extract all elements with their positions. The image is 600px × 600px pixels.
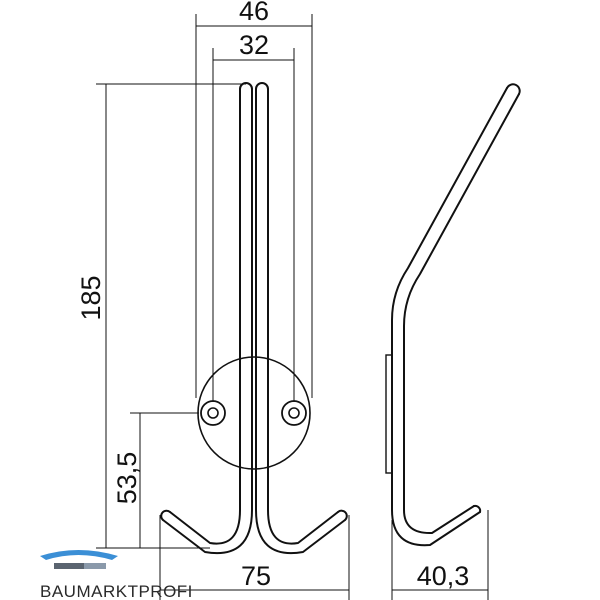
- dimension-depth: 40,3: [391, 510, 489, 600]
- brand-name: BAUMARKTPROFI: [40, 582, 193, 600]
- screw-hole-right: [281, 400, 307, 426]
- dimension-hole-height: 53,5: [112, 412, 199, 548]
- dimension-label-hole-spacing: 32: [239, 30, 269, 60]
- dimension-label-height: 185: [76, 275, 106, 320]
- dimension-label-hole-height: 53,5: [112, 452, 142, 505]
- right-prong: [255, 82, 348, 555]
- dimension-label-hook-span: 75: [241, 561, 271, 591]
- left-prong: [160, 82, 253, 555]
- dimension-hole-spacing: 32: [212, 30, 295, 402]
- dimension-label-depth: 40,3: [417, 561, 470, 591]
- dimension-overall-width: 46: [195, 0, 313, 398]
- dimension-hook-span: 75: [159, 515, 350, 600]
- dimension-label-overall-width: 46: [239, 0, 269, 26]
- hook-side-profile: [391, 83, 521, 547]
- logo-roof-icon: [40, 550, 118, 560]
- side-view: 40,3: [385, 83, 521, 600]
- front-view: 46 32 185 53,5 75: [76, 0, 350, 600]
- screw-hole-left: [200, 400, 226, 426]
- logo-bar-icon: [54, 563, 106, 569]
- brand-logo: BAUMARKTPROFI: [40, 550, 193, 600]
- dimension-height: 185: [76, 83, 246, 549]
